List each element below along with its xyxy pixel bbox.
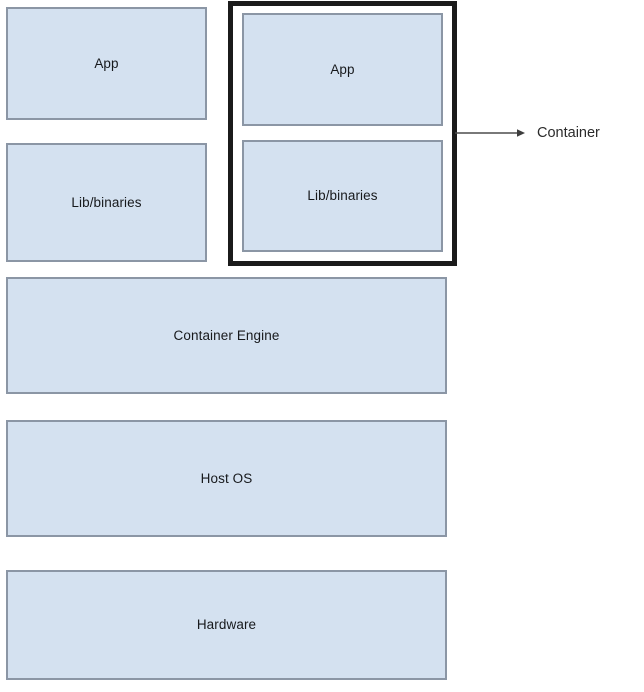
container-callout-label: Container <box>537 124 600 141</box>
arrow-right-icon <box>455 129 525 137</box>
node-label: Container Engine <box>173 327 280 343</box>
node-lib-binaries-contained[interactable]: Lib/binaries <box>242 140 443 252</box>
container-callout: Container <box>455 118 644 148</box>
node-hardware[interactable]: Hardware <box>6 570 447 680</box>
node-label: App <box>330 61 355 77</box>
node-app-contained[interactable]: App <box>242 13 443 126</box>
node-label: App <box>94 55 119 71</box>
node-label: Hardware <box>196 617 257 633</box>
container-group-boundary[interactable]: App Lib/binaries <box>228 1 457 266</box>
node-app-left[interactable]: App <box>6 7 207 120</box>
node-host-os[interactable]: Host OS <box>6 420 447 537</box>
node-label: Lib/binaries <box>307 188 378 204</box>
node-lib-binaries-left[interactable]: Lib/binaries <box>6 143 207 262</box>
node-label: Host OS <box>200 470 253 486</box>
node-container-engine[interactable]: Container Engine <box>6 277 447 394</box>
node-label: Lib/binaries <box>71 194 142 210</box>
